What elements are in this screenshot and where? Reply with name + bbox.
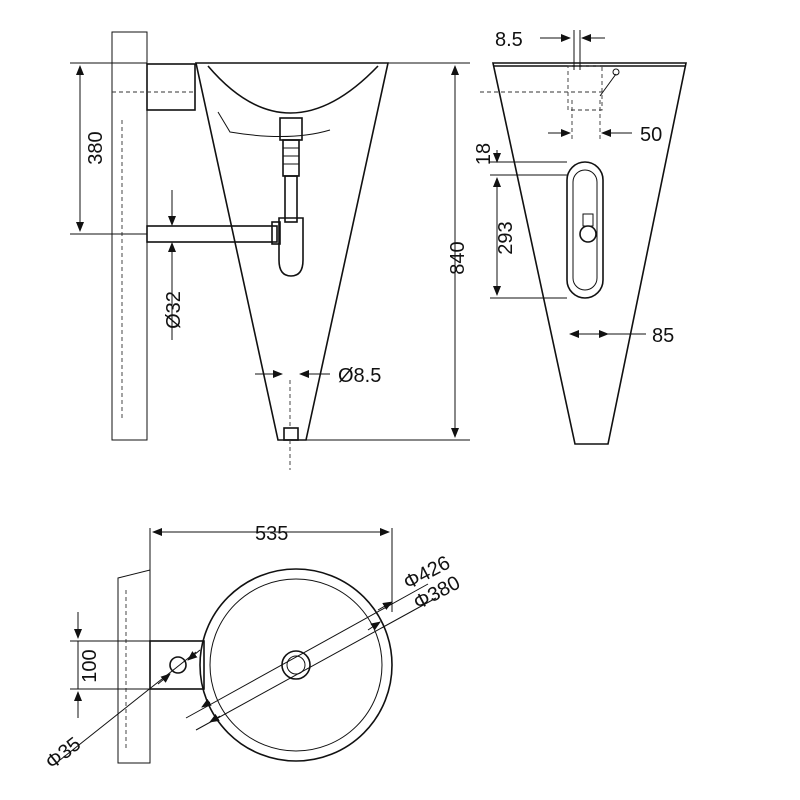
wall-bracket	[146, 63, 196, 111]
plan-view: 535 Φ426 Φ380 100 Φ35	[42, 523, 464, 774]
dim-drain-dia-label: Ø8.5	[338, 365, 381, 387]
wall-plan	[117, 569, 151, 764]
cone-side	[492, 62, 687, 445]
dim-100-label: 100	[79, 649, 101, 682]
dim-trap-dia-label: Ø32	[163, 291, 185, 329]
dim-840-label: 840	[447, 241, 469, 274]
front-view: 380 840 Ø32 Ø8.5	[70, 31, 470, 470]
trap-outlet-pipe	[146, 225, 278, 243]
dim-18-label: 18	[473, 143, 495, 165]
dim-380-label: 380	[85, 131, 107, 164]
basin-outer-rim	[199, 568, 393, 762]
wall-section	[111, 31, 148, 441]
dim-depth-label: 50	[640, 124, 662, 146]
pipe-hole-icon	[169, 656, 187, 674]
bracket-plan	[149, 640, 205, 690]
overflow-hole-icon	[579, 225, 597, 243]
side-view: 8.5 50 18 293 85	[473, 29, 687, 445]
dim-wall-offset-label: 8.5	[495, 29, 523, 51]
overflow-slot	[566, 161, 604, 299]
dim-85-label: 85	[652, 325, 674, 347]
dim-pipe-dia-label: Φ35	[42, 733, 86, 774]
dim-293-label: 293	[495, 221, 517, 254]
siphon-trap	[278, 217, 304, 277]
basin-inner-rim	[209, 578, 383, 752]
dim-535-label: 535	[255, 523, 288, 545]
basin-bowl	[207, 65, 379, 114]
